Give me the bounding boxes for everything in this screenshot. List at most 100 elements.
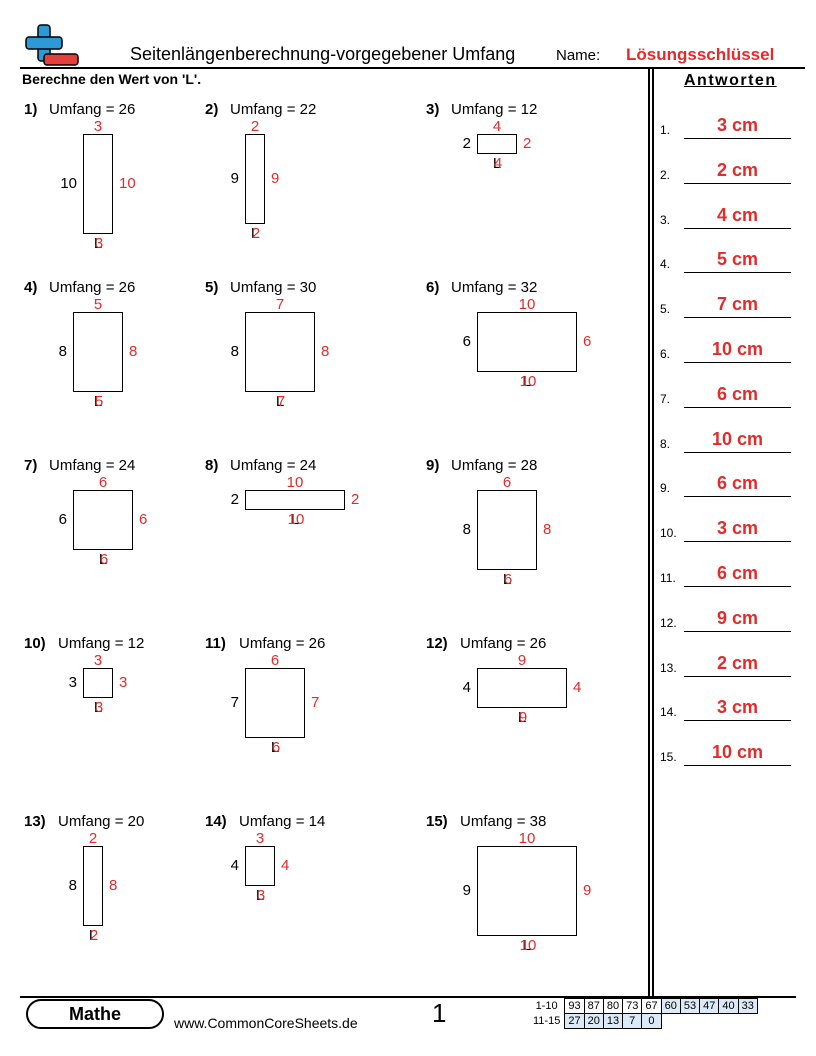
- answer-line: [684, 496, 791, 498]
- score-cell: 53: [679, 998, 701, 1014]
- top-side-label: 3: [93, 652, 103, 669]
- bottom-variable-label: L: [290, 511, 300, 528]
- answer-row: 2. 2 cm: [660, 154, 791, 184]
- rectangle-shape: [83, 668, 113, 698]
- problem-number: 7): [24, 457, 38, 474]
- score-row-label: 11-15: [533, 1015, 561, 1027]
- problem-number: 6): [426, 279, 440, 296]
- instructions: Berechne den Wert von 'L'.: [22, 71, 202, 87]
- right-side-label: 8: [321, 343, 330, 360]
- bottom-variable-label: L: [502, 571, 512, 588]
- top-side-label: 3: [93, 118, 103, 135]
- left-side-label: 8: [230, 343, 239, 360]
- right-side-label: 10: [119, 175, 136, 192]
- bottom-answer-label: 6: [503, 571, 513, 588]
- answer-line: [684, 362, 791, 363]
- answer-number: 12.: [660, 615, 677, 630]
- answer-row: 1.3 cm: [660, 109, 791, 139]
- bottom-variable-label: L: [93, 699, 103, 716]
- answer-value: 10 cm: [711, 742, 764, 763]
- perimeter-text: Umfang = 26: [239, 635, 326, 652]
- answer-number: 9.: [660, 481, 671, 496]
- answer-value: 2 cm: [716, 652, 759, 673]
- bottom-variable-label: L: [98, 551, 108, 568]
- score-cell: 80: [602, 998, 624, 1014]
- perimeter-text: Umfang = 28: [451, 457, 538, 474]
- top-side-label: 5: [93, 296, 103, 313]
- right-side-label: 8: [129, 343, 138, 360]
- score-cell: 60: [660, 998, 681, 1014]
- perimeter-text: Umfang = 26: [460, 635, 547, 652]
- answer-value: 2 cm: [716, 159, 759, 180]
- score-row-label: 1-10: [535, 1000, 558, 1012]
- left-side-label: 6: [58, 511, 67, 528]
- answer-line: [684, 227, 791, 229]
- answer-row: 9.6 cm: [660, 467, 791, 498]
- rectangle-shape: [245, 846, 275, 886]
- score-table: 1-10 93 87 80 73 67 60 53 47 40 33 11-15…: [530, 998, 758, 1029]
- left-side-label: 7: [230, 694, 239, 711]
- rectangle-shape: [245, 134, 265, 224]
- answer-number: 6.: [660, 347, 671, 361]
- answer-number: 4.: [660, 257, 671, 272]
- left-side-label: 4: [230, 857, 239, 874]
- answer-value: 6 cm: [716, 563, 759, 583]
- perimeter-text: Umfang = 12: [58, 635, 145, 652]
- perimeter-text: Umfang = 24: [230, 457, 317, 474]
- answer-value: 10 cm: [711, 339, 764, 359]
- problem-number: 11): [205, 635, 226, 652]
- bottom-answer-label: 2: [251, 225, 261, 242]
- problem-number: 4): [24, 279, 38, 296]
- bottom-answer-label: 6: [271, 739, 281, 756]
- bottom-answer-label: 10: [519, 937, 537, 954]
- problem-number: 13): [24, 813, 46, 830]
- answer-value: 9 cm: [716, 607, 759, 628]
- bottom-answer-label: 2: [89, 927, 99, 944]
- left-side-label: 2: [462, 135, 471, 152]
- right-side-label: 2: [523, 135, 532, 152]
- left-side-label: 3: [68, 674, 77, 691]
- score-cell: 87: [583, 998, 604, 1014]
- perimeter-text: Umfang = 14: [239, 813, 326, 830]
- answer-row: 10.3 cm: [660, 512, 791, 543]
- score-cell: 40: [718, 998, 739, 1014]
- right-side-label: 7: [311, 694, 320, 711]
- answer-number: 2.: [660, 167, 671, 182]
- bottom-variable-label: L: [522, 373, 532, 390]
- left-side-label: 9: [230, 170, 239, 187]
- answer-value: 3 cm: [716, 518, 759, 539]
- answer-value: 4 cm: [716, 204, 759, 225]
- problem-number: 2): [205, 101, 219, 118]
- answer-row: 14.3 cm: [660, 691, 791, 722]
- bottom-answer-label: 3: [256, 887, 266, 904]
- top-side-label: 6: [98, 474, 108, 491]
- right-side-label: 6: [139, 511, 148, 528]
- score-cell: 27: [564, 1013, 585, 1029]
- bottom-answer-label: 9: [518, 709, 528, 726]
- rectangle-shape: [245, 490, 345, 510]
- top-side-label: 6: [502, 474, 512, 491]
- score-row: 11-15 27 20 13 7 0: [530, 1013, 757, 1029]
- right-side-label: 8: [543, 521, 552, 538]
- name-label: Name:: [556, 47, 601, 64]
- perimeter-text: Umfang = 32: [451, 279, 538, 296]
- left-side-label: 4: [462, 679, 471, 696]
- website-link[interactable]: www.CommonCoreSheets.de: [174, 1015, 358, 1031]
- right-side-label: 9: [583, 882, 592, 899]
- score-cell: 20: [583, 1013, 604, 1029]
- bottom-answer-label: 10: [287, 511, 305, 528]
- top-side-label: 6: [270, 652, 280, 669]
- score-row: 1-10 93 87 80 73 67 60 53 47 40 33: [530, 998, 758, 1014]
- worksheet-title: Seitenlängenberechnung-vorgegebener Umfa…: [130, 44, 516, 64]
- right-side-label: 9: [271, 170, 280, 187]
- bottom-answer-label: 7: [276, 393, 286, 410]
- perimeter-text: Umfang = 20: [58, 813, 145, 830]
- top-side-label: 4: [492, 118, 502, 135]
